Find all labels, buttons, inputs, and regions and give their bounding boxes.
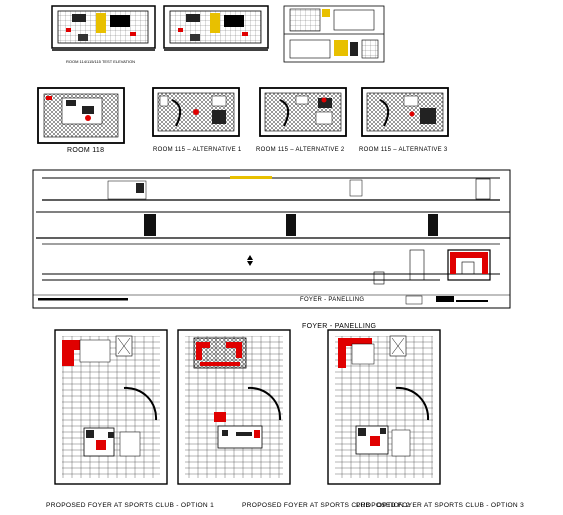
plan-room-114-b <box>163 5 269 51</box>
label-room-118: ROOM 118 <box>67 147 105 154</box>
plan-room-114-a <box>51 5 156 51</box>
foyer-option-1-plan <box>54 329 168 485</box>
plan-room-115-alt-1 <box>152 87 240 137</box>
panel-elevation-2 <box>36 211 510 239</box>
label-option-1: PROPOSED FOYER AT SPORTS CLUB - OPTION 1 <box>46 502 215 509</box>
panel-elevation-1 <box>42 176 500 201</box>
label-room-115-alt-3: ROOM 115 – ALTERNATIVE 3 <box>359 147 448 153</box>
label-foyer-panelling-sheet: FOYER - PANELLING <box>300 297 365 303</box>
panel-elevation-3 <box>42 243 500 285</box>
label-option-2: PROPOSED FOYER AT SPORTS CLUB - OPTION 2 <box>242 502 411 509</box>
label-room-115-alt-1: ROOM 115 – ALTERNATIVE 1 <box>153 147 242 153</box>
plan-room-115-alt-3 <box>361 87 449 137</box>
label-room-115-alt-2: ROOM 115 – ALTERNATIVE 2 <box>256 147 345 153</box>
label-option-3: PROPOSED FOYER AT SPORTS CLUB - OPTION 3 <box>356 502 525 509</box>
title-block <box>33 294 510 305</box>
label-foyer-panelling-title: FOYER - PANELLING <box>302 323 377 330</box>
plan-room-115-alt-2 <box>259 87 347 137</box>
foyer-option-3-plan <box>327 329 441 485</box>
section-elevation-top <box>283 5 385 63</box>
foyer-option-2-plan <box>177 329 291 485</box>
label-room-elevation: ROOM 114/115/115 TEST ELEVATION <box>66 59 136 64</box>
foyer-panelling-sheet <box>32 169 511 309</box>
plan-room-118 <box>37 87 125 144</box>
